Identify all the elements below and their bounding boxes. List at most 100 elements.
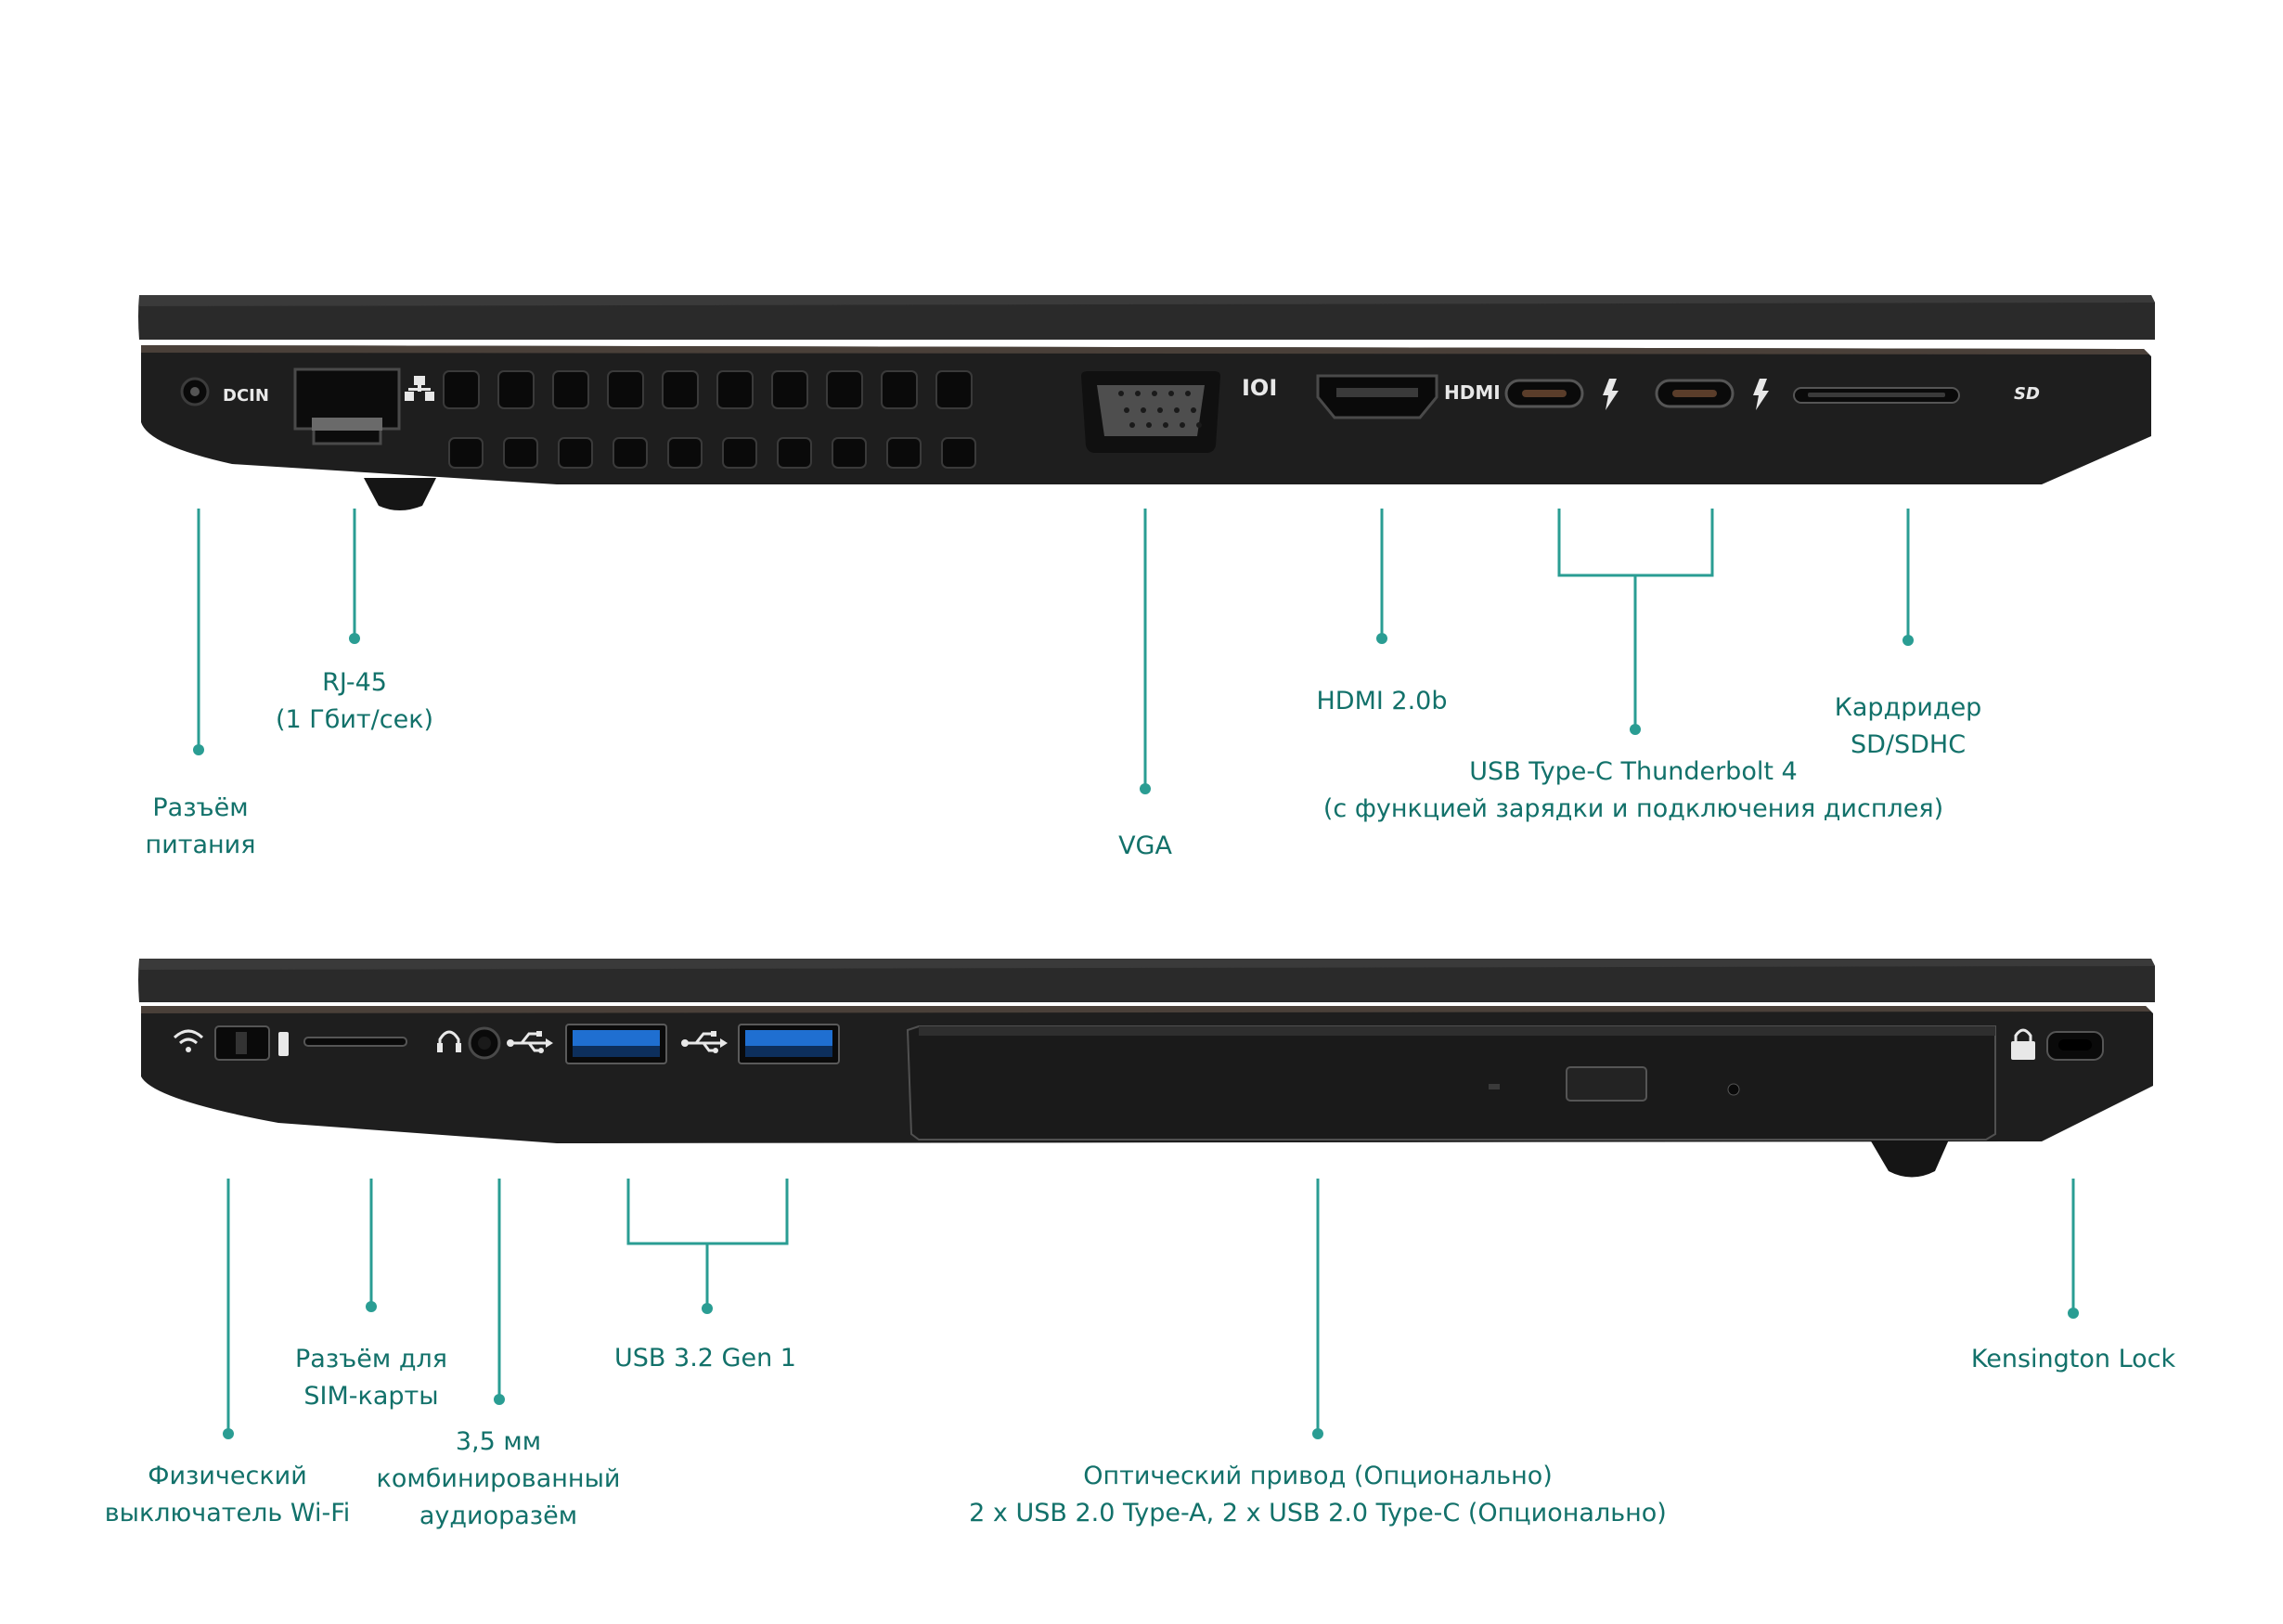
usb-icon [507, 1031, 553, 1053]
vent-slot [826, 370, 863, 409]
label-cardreader: Кардридер SD/SDHC [1835, 690, 1982, 764]
label-line: 2 x USB 2.0 Type-A, 2 x USB 2.0 Type-C (… [969, 1499, 1667, 1527]
vent-slot [558, 437, 593, 469]
label-line: Кардридер [1834, 693, 1982, 722]
label-line: Физический [148, 1462, 307, 1490]
sim-card-slot [303, 1037, 407, 1047]
vga-pin [1135, 391, 1141, 396]
label-line: аудиоразём [419, 1502, 578, 1530]
vga-icon: IOI [1242, 375, 1277, 401]
usb-icon [681, 1031, 728, 1053]
vga-pin [1118, 391, 1124, 396]
vent-slot [667, 437, 703, 469]
lightning-icon [1603, 379, 1619, 410]
vent-slot [881, 370, 918, 409]
label-kensington: Kensington Lock [1971, 1341, 2175, 1378]
vent-slot [613, 437, 648, 469]
vga-pin [1157, 407, 1163, 413]
vga-pin [1141, 407, 1146, 413]
vent-slot [448, 437, 484, 469]
vent-slot [552, 370, 589, 409]
vent-slot [722, 437, 757, 469]
label-audio: 3,5 мм комбинированный аудиоразём [377, 1424, 621, 1535]
eject-button [1566, 1066, 1647, 1102]
label-line: Оптический привод (Опционально) [1083, 1462, 1553, 1490]
sd-card-slot [1793, 387, 1960, 404]
lock-icon [2011, 1028, 2035, 1060]
label-vga: VGA [1118, 828, 1172, 865]
label-line: Kensington Lock [1970, 1345, 2176, 1373]
label-line: Разъём для [295, 1345, 447, 1373]
vga-port [1081, 371, 1220, 453]
vga-pin [1174, 407, 1180, 413]
dc-in-icon: DCIN [223, 386, 269, 406]
vent-slot [662, 370, 699, 409]
label-line: Разъём [152, 793, 249, 822]
vga-pin [1196, 422, 1202, 428]
label-rj45: RJ-45 (1 Гбит/сек) [276, 664, 433, 739]
vga-pin [1163, 422, 1168, 428]
vent-slot [607, 370, 644, 409]
label-line: комбинированный [376, 1464, 621, 1493]
wifi-icon [173, 1029, 204, 1052]
label-sim: Разъём для SIM-карты [295, 1341, 447, 1415]
kensington-slot [2046, 1031, 2104, 1061]
label-power-port: Разъём питания [146, 790, 256, 864]
label-line: HDMI 2.0b [1316, 687, 1448, 715]
headphones-icon [437, 1030, 461, 1052]
vent-slot [941, 437, 976, 469]
label-line: RJ-45 [322, 668, 387, 697]
rj45-port [293, 367, 401, 445]
dc-in-port [180, 377, 210, 406]
usb3-port-2 [738, 1024, 840, 1064]
hdmi-port [1316, 374, 1438, 419]
label-line: VGA [1118, 831, 1172, 860]
vent-slot [716, 370, 754, 409]
label-line: (с функцией зарядки и подключения диспле… [1322, 794, 1944, 823]
sd-icon: SD [2014, 384, 2040, 404]
thunderbolt-port-1 [1504, 379, 1584, 408]
laptop-right-side-view [138, 959, 2155, 1178]
vga-pin [1191, 407, 1196, 413]
vga-pin [1152, 391, 1157, 396]
label-line: SD/SDHC [1850, 730, 1967, 759]
vga-pin [1180, 422, 1185, 428]
vent-slot [443, 370, 480, 409]
vent-slot [777, 437, 812, 469]
label-wifi-switch: Физический выключатель Wi-Fi [105, 1458, 351, 1532]
vga-pin [1168, 391, 1174, 396]
laptop-left-side-view: DCIN IOI HDMI [138, 295, 2155, 510]
label-line: USB Type-C Thunderbolt 4 [1469, 757, 1798, 786]
lightning-icon [1753, 379, 1769, 410]
network-icon [405, 376, 434, 401]
vent-grille [443, 370, 976, 469]
label-usb32: USB 3.2 Gen 1 [614, 1340, 796, 1377]
vga-pin [1124, 407, 1129, 413]
vent-slot [886, 437, 922, 469]
label-line: (1 Гбит/сек) [275, 705, 434, 734]
callout-lines [193, 509, 2079, 1439]
thunderbolt-port-2 [1655, 379, 1735, 408]
label-line: питания [145, 831, 256, 859]
vga-pin [1129, 422, 1135, 428]
label-line: 3,5 мм [455, 1427, 542, 1456]
optical-drive [906, 1025, 1996, 1141]
vent-slot [503, 437, 538, 469]
audio-jack [468, 1026, 501, 1060]
wifi-switch [214, 1025, 289, 1061]
label-thunderbolt: USB Type-C Thunderbolt 4 (с функцией зар… [1323, 754, 1943, 828]
hdmi-icon: HDMI [1444, 381, 1501, 404]
vent-slot [832, 437, 867, 469]
label-optical: Оптический привод (Опционально) 2 x USB … [969, 1458, 1667, 1532]
label-line: USB 3.2 Gen 1 [614, 1344, 796, 1373]
label-hdmi: HDMI 2.0b [1316, 683, 1447, 720]
vent-slot [935, 370, 973, 409]
label-line: выключатель Wi-Fi [104, 1499, 351, 1527]
vga-pin [1146, 422, 1152, 428]
label-line: SIM-карты [303, 1382, 439, 1411]
vent-slot [497, 370, 535, 409]
usb3-port-1 [565, 1024, 667, 1064]
vga-pin [1185, 391, 1191, 396]
vent-slot [771, 370, 808, 409]
